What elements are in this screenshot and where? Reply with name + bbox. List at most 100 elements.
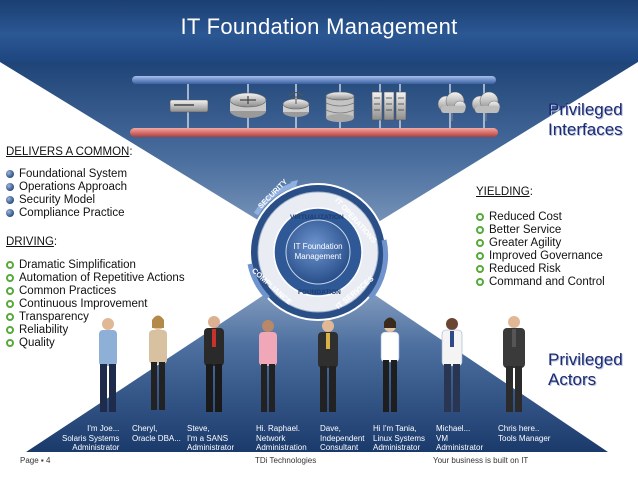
cloud-icon bbox=[437, 91, 467, 121]
list-item-label: Security Model bbox=[19, 194, 96, 206]
list-item-label: Compliance Practice bbox=[19, 207, 125, 219]
list-item: Common Practices bbox=[6, 285, 185, 298]
privileged-interfaces-line-1: Privileged bbox=[548, 100, 623, 119]
delivers-heading-colon: : bbox=[129, 146, 133, 158]
server-rack-icon bbox=[371, 91, 407, 121]
privileged-actors-line-2: Actors bbox=[548, 370, 597, 389]
switch-icon bbox=[229, 92, 267, 118]
list-item-label: Reduced Risk bbox=[489, 263, 561, 275]
driving-list: Dramatic Simplification Automation of Re… bbox=[6, 259, 185, 350]
yielding-heading-colon: : bbox=[529, 186, 533, 198]
wheel-segment-foundation: FOUNDATION bbox=[298, 289, 341, 296]
database-icon bbox=[325, 91, 355, 122]
bullet-icon bbox=[6, 170, 14, 178]
foundation-wheel bbox=[247, 180, 389, 321]
wheel-segment-virtualization: VIRTUALIZATION bbox=[290, 214, 344, 221]
list-item-label: Continuous Improvement bbox=[19, 298, 148, 310]
privileged-actors-label: Privileged Actors bbox=[548, 350, 623, 390]
list-item: Reduced Cost bbox=[476, 211, 605, 224]
person-label-chris: Chris here.. Tools Manager bbox=[498, 424, 551, 443]
list-item-label: Quality bbox=[19, 337, 55, 349]
bullet-icon bbox=[6, 209, 14, 217]
list-item: Greater Agility bbox=[476, 237, 605, 250]
list-item-label: Transparency bbox=[19, 311, 89, 323]
blue-pipe bbox=[132, 76, 496, 84]
list-item: Continuous Improvement bbox=[6, 298, 185, 311]
list-item: Improved Governance bbox=[476, 250, 605, 263]
red-pipe bbox=[130, 128, 498, 137]
wheel-center-label: IT Foundation Management bbox=[278, 242, 358, 262]
wheel-center-line-2: Management bbox=[294, 252, 342, 261]
bullet-icon bbox=[6, 339, 14, 347]
slide-title: IT Foundation Management bbox=[180, 14, 458, 39]
person-label-raphael: Hi. Raphael. Network Administration bbox=[256, 424, 307, 452]
person-label-dave: Dave, Independent Consultant bbox=[320, 424, 365, 452]
bullet-icon bbox=[6, 300, 14, 308]
person-figure bbox=[503, 316, 525, 412]
list-item: Reliability bbox=[6, 324, 185, 337]
list-item: Reduced Risk bbox=[476, 263, 605, 276]
list-item-label: Better Service bbox=[489, 224, 562, 236]
bullet-icon bbox=[6, 326, 14, 334]
bullet-icon bbox=[476, 226, 484, 234]
person-label-cheryl: Cheryl, Oracle DBA... bbox=[132, 424, 181, 443]
person-label-michael: Michael... VM Administrator bbox=[436, 424, 484, 452]
list-item-label: Reliability bbox=[19, 324, 69, 336]
bottom-funnel bbox=[26, 258, 608, 452]
list-item-label: Foundational System bbox=[19, 168, 128, 180]
tagline: Your business is built on IT bbox=[433, 456, 529, 465]
list-item: Dramatic Simplification bbox=[6, 259, 185, 272]
driving-heading-colon: : bbox=[53, 236, 58, 248]
list-item: Better Service bbox=[476, 224, 605, 237]
bullet-icon bbox=[6, 196, 14, 204]
list-item: Compliance Practice bbox=[6, 207, 127, 220]
wireless-access-point-icon bbox=[282, 92, 310, 117]
person-label-tania: Hi I'm Tania, Linux Systems Administrato… bbox=[373, 424, 426, 452]
person-figure bbox=[204, 316, 224, 412]
list-item: Foundational System bbox=[6, 168, 127, 181]
list-item-label: Greater Agility bbox=[489, 237, 562, 249]
title-bar: IT Foundation Management bbox=[0, 0, 638, 62]
delivers-heading-text: DELIVERS A COMMON bbox=[6, 146, 130, 158]
bullet-icon bbox=[476, 252, 484, 260]
list-item-label: Command and Control bbox=[489, 276, 605, 288]
person-figure bbox=[99, 318, 117, 412]
person-figure bbox=[149, 315, 167, 410]
driving-heading: DRIVING: bbox=[6, 236, 57, 249]
person-figure bbox=[380, 317, 400, 412]
wheel-center-line-1: IT Foundation bbox=[293, 242, 343, 251]
router-icon bbox=[169, 99, 209, 113]
page-number: Page ▪ 4 bbox=[20, 456, 51, 465]
list-item: Operations Approach bbox=[6, 181, 127, 194]
privileged-interfaces-label: Privileged Interfaces bbox=[548, 100, 623, 140]
person-label-joe: I'm Joe... Solaris Systems Administrator bbox=[62, 424, 120, 452]
list-item-label: Improved Governance bbox=[489, 250, 603, 262]
list-item-label: Dramatic Simplification bbox=[19, 259, 136, 271]
yielding-list: Reduced Cost Better Service Greater Agil… bbox=[476, 211, 605, 289]
bullet-icon bbox=[476, 239, 484, 247]
bullet-icon bbox=[6, 287, 14, 295]
bullet-icon bbox=[6, 183, 14, 191]
bullet-icon bbox=[6, 261, 14, 269]
person-label-steve: Steve, I'm a SANS Administrator bbox=[187, 424, 235, 452]
person-figure bbox=[318, 320, 338, 412]
bullet-icon bbox=[476, 265, 484, 273]
bullet-icon bbox=[476, 278, 484, 286]
list-item: Quality bbox=[6, 337, 185, 350]
company-name: TDi Technologies bbox=[255, 456, 317, 465]
yielding-heading-text: YIELDING bbox=[476, 186, 530, 198]
person-figure bbox=[259, 320, 277, 412]
list-item-label: Common Practices bbox=[19, 285, 117, 297]
list-item: Automation of Repetitive Actions bbox=[6, 272, 185, 285]
list-item-label: Automation of Repetitive Actions bbox=[19, 272, 185, 284]
delivers-heading: DELIVERS A COMMON: bbox=[6, 146, 133, 159]
bullet-icon bbox=[476, 213, 484, 221]
driving-heading-text: DRIVING bbox=[6, 236, 54, 248]
list-item-label: Operations Approach bbox=[19, 181, 128, 193]
bullet-icon bbox=[6, 274, 14, 282]
privileged-interfaces-line-2: Interfaces bbox=[548, 120, 623, 139]
cloud-icon bbox=[471, 91, 501, 121]
